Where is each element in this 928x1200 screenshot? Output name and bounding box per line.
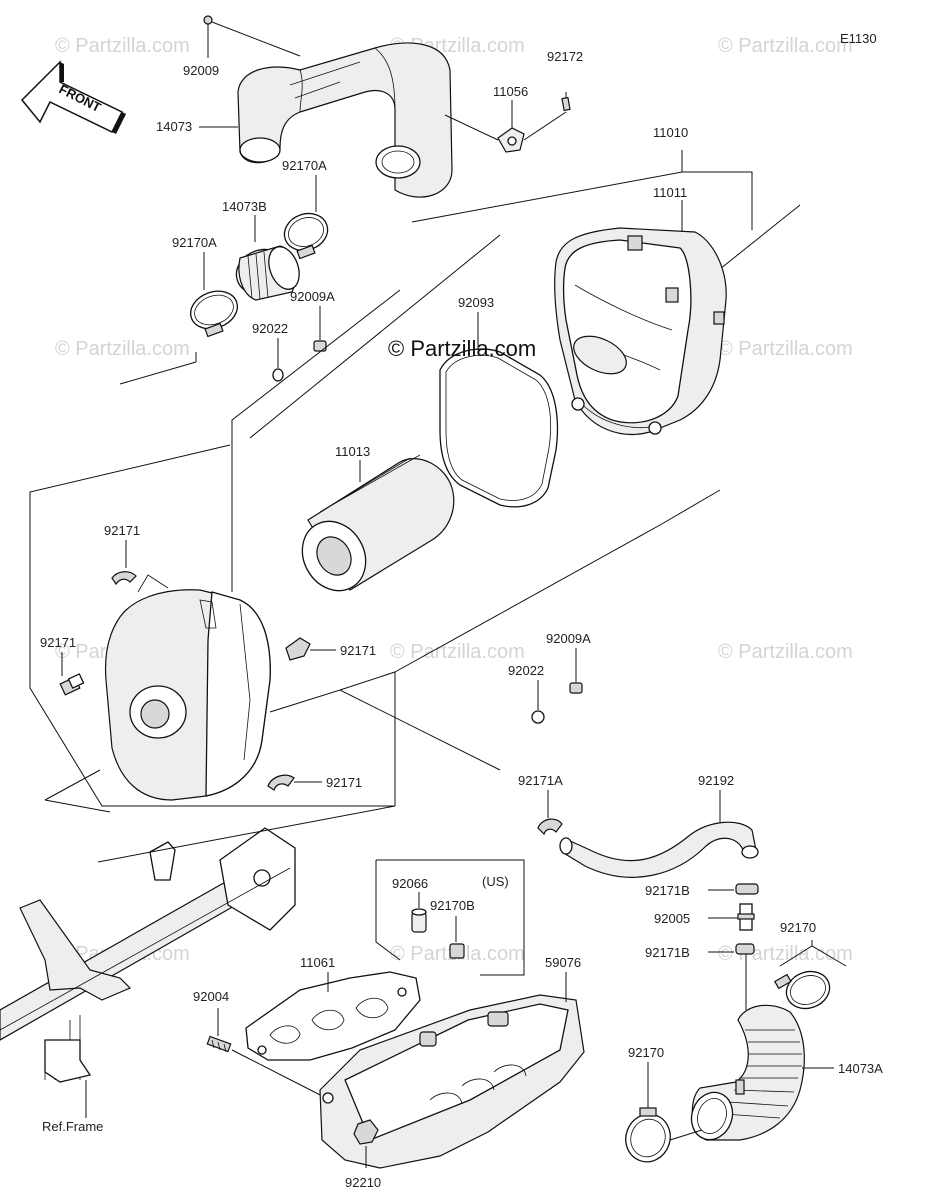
clamp-92170-lower	[625, 1062, 703, 1163]
label-92171B-lower: 92171B	[645, 945, 690, 960]
clamp-92171A	[537, 790, 563, 836]
label-92192: 92192	[698, 773, 734, 788]
air-box-housing-11011	[553, 200, 727, 436]
label-92171A: 92171A	[518, 773, 563, 788]
bracket-11056	[444, 92, 571, 153]
label-92009A-top: 92009A	[290, 289, 335, 304]
nut-92210	[353, 1119, 379, 1168]
front-direction-arrow: FRONT	[20, 60, 126, 134]
intake-duct-14073	[237, 42, 453, 198]
label-ref-frame: Ref.Frame	[42, 1119, 103, 1134]
cover-bracket-lines	[29, 289, 721, 813]
clip-92171-c	[285, 637, 336, 661]
watermark: © Partzilla.com	[718, 641, 853, 663]
clamp-92170A-upper	[283, 175, 329, 260]
label-92170-right: 92170	[780, 920, 816, 935]
label-92171-c: 92171	[340, 643, 376, 658]
label-92022-top: 92022	[252, 321, 288, 336]
intake-manifold-59076	[319, 972, 585, 1169]
brand-watermark: © Partzilla.com	[388, 336, 536, 361]
washer-92022-lower	[531, 680, 545, 724]
label-14073: 14073	[156, 119, 192, 134]
label-92172: 92172	[547, 49, 583, 64]
label-11056: 11056	[493, 84, 528, 99]
label-92009: 92009	[183, 63, 219, 78]
label-region-us: (US)	[482, 874, 509, 889]
label-11061: 11061	[300, 955, 335, 970]
label-92170B: 92170B	[430, 898, 475, 913]
label-11011: 11011	[653, 185, 687, 200]
bolt-92009A-upper	[313, 306, 327, 352]
label-92170-lower: 92170	[628, 1045, 664, 1060]
filter-element-11013	[301, 454, 455, 592]
label-92210: 92210	[345, 1175, 381, 1190]
clip-92171-b	[59, 652, 85, 696]
label-59076: 59076	[545, 955, 581, 970]
intake-boot-14073B	[235, 215, 300, 301]
assembly-bracket-lines	[119, 150, 801, 439]
label-92022-mid: 92022	[508, 663, 544, 678]
air-box-cover	[104, 574, 271, 801]
intake-boot-14073A	[690, 1004, 834, 1141]
stud-92004	[206, 1008, 331, 1101]
manifold-gasket-11061	[245, 971, 421, 1061]
part-number-labels: 92009 14073 92172 11056 11010 11011 9217…	[40, 49, 883, 1190]
watermark: © Partzilla.com	[55, 338, 190, 360]
label-92093: 92093	[458, 295, 494, 310]
clamp-92170A-lower	[189, 252, 239, 338]
frame-reference	[0, 827, 296, 1118]
watermark: © Partzilla.com	[390, 641, 525, 663]
diagram-code: E1130	[840, 31, 877, 46]
washer-92022-upper	[272, 338, 284, 382]
label-92170A-left: 92170A	[172, 235, 217, 250]
breather-hose-92192	[559, 790, 759, 878]
frame-bracket-lines	[97, 805, 396, 863]
watermark: © Partzilla.com	[718, 35, 853, 57]
label-92171-a: 92171	[104, 523, 140, 538]
label-14073B: 14073B	[222, 199, 267, 214]
label-92009A-mid: 92009A	[546, 631, 591, 646]
label-92066: 92066	[392, 876, 428, 891]
watermark: © Partzilla.com	[55, 35, 190, 57]
label-11010: 11010	[653, 125, 688, 140]
watermark: © Partzilla.com	[718, 338, 853, 360]
screw-92009	[203, 15, 301, 58]
clip-92171-a	[111, 540, 137, 586]
label-92170A-top: 92170A	[282, 158, 327, 173]
label-92171-d: 92171	[326, 775, 362, 790]
bolt-92009A-lower	[569, 648, 583, 694]
joint-92005	[708, 903, 755, 931]
clip-92171-d	[267, 774, 322, 791]
label-92171-b: 92171	[40, 635, 76, 650]
us-variant-group	[375, 859, 525, 976]
clamp-92171B-lower	[708, 943, 755, 1010]
label-92005: 92005	[654, 911, 690, 926]
label-11013: 11013	[335, 444, 370, 459]
label-92171B-upper: 92171B	[645, 883, 690, 898]
label-14073A: 14073A	[838, 1061, 883, 1076]
gasket-92093	[439, 312, 559, 508]
clamp-92170-right	[773, 940, 847, 1010]
clamp-92171B-upper	[708, 883, 759, 895]
label-92004: 92004	[193, 989, 229, 1004]
